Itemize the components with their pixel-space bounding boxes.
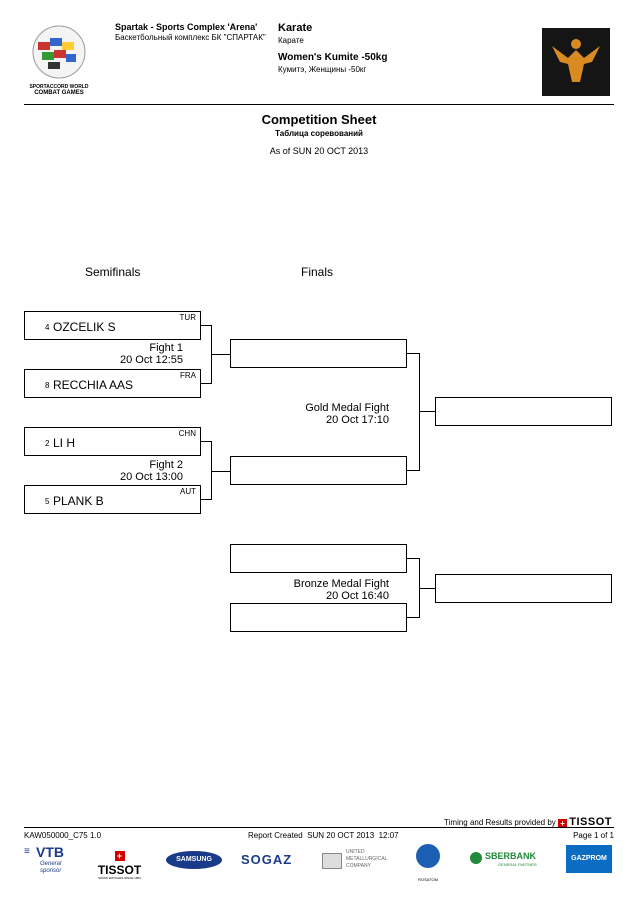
report-created: Report Created SUN 20 OCT 2013 12:07 [248,831,399,840]
sponsor-umc: UNITED METALLURGICAL COMPANY [322,849,394,873]
samsung-logo-text: SAMSUNG [176,856,212,863]
umc-logo-icon [322,853,342,869]
gazprom-logo-text: GAZPROM [571,855,607,862]
competitor-name: LI H [53,436,76,450]
round-label-finals: Finals [301,265,334,279]
competitor-box: 8 RECCHIA AAS FRA [24,369,201,398]
document-code: KAW050000_C75 1.0 [24,831,102,840]
vtb-sub-2: sponsor [40,868,62,874]
rosatom-logo-icon [416,844,440,868]
fight-2-time: 20 Oct 13:00 [120,471,183,483]
bracket-connector [419,588,435,589]
fight-1-time: 20 Oct 12:55 [120,354,183,366]
final-slot-box [230,456,407,485]
bronze-medal-fight-time: 20 Oct 16:40 [326,590,389,602]
timing-credit: Timing and Results provided by + TISSOT [444,816,612,828]
timing-credit-text: Timing and Results provided by [444,818,556,827]
bronze-medal-fight-info: Bronze Medal Fight 20 Oct 16:40 [294,578,389,602]
bracket-connector [419,353,420,471]
sport-name-ru: Карате [278,36,304,45]
sberbank-logo-icon [470,852,482,864]
gold-medal-fight-label: Gold Medal Fight [305,402,389,414]
final-slot-box [230,339,407,368]
bronze-slot-box [230,544,407,573]
competitor-box: 5 PLANK B AUT [24,485,201,514]
bronze-winner-box [435,574,612,603]
bronze-slot-box [230,603,407,632]
header-divider [24,104,614,105]
venue-name: Spartak - Sports Complex 'Arena' [115,22,258,32]
as-of-date: As of SUN 20 OCT 2013 [269,146,369,156]
bracket-connector [211,441,212,500]
bracket-connector [406,353,420,354]
logo-text-line1: SPORTACCORD WORLD [29,84,89,90]
page-subtitle-ru: Таблица соревований [275,129,363,138]
fight-1-label: Fight 1 [149,342,183,354]
tissot-cross-icon: + [114,851,125,861]
sportaccord-logo [24,22,94,96]
bracket-connector [200,499,212,500]
gold-medal-fight-info: Gold Medal Fight 20 Oct 17:10 [305,402,389,426]
page-title: Competition Sheet [261,112,377,127]
fight-1-info: Fight 1 20 Oct 12:55 [120,342,183,366]
sponsor-tissot: + TISSOT SWISS WATCHES SINCE 1853 [92,846,147,880]
tissot-logo-text: TISSOT [97,863,142,877]
competitor-noc: TUR [179,313,196,322]
competitor-name: PLANK B [53,494,104,508]
bracket-connector [200,325,212,326]
bracket-connector [200,441,212,442]
tissot-cross-icon: + [558,819,568,828]
competitor-noc: AUT [180,487,196,496]
bracket-connector [419,411,435,412]
gold-medal-fight-time: 20 Oct 17:10 [326,414,389,426]
sponsor-gazprom: GAZPROM [566,845,612,873]
sberbank-logo-sub: GENERAL PARTNER [498,862,537,867]
competitor-seed: 8 [45,381,50,390]
timing-brand: TISSOT [569,816,612,828]
vtb-logo-icon: ≡ [24,846,30,857]
competitor-noc: FRA [180,371,196,380]
competitor-noc: CHN [178,429,196,438]
sberbank-logo-text: SBERBANK [485,851,537,861]
competitor-seed: 4 [45,323,50,332]
competitor-box: 2 LI H CHN [24,427,201,456]
sponsor-samsung: SAMSUNG [166,851,222,869]
fight-2-info: Fight 2 20 Oct 13:00 [120,459,183,483]
bronze-medal-fight-label: Bronze Medal Fight [293,578,389,590]
karate-pictogram [542,28,610,96]
bracket-connector [406,617,420,618]
sponsor-sogaz: SOGAZ [241,852,293,867]
competitor-name: OZCELIK S [53,320,116,334]
bracket-connector [406,558,420,559]
vtb-logo-text: VTB [36,844,64,860]
sponsor-rosatom: ROSATOM [414,844,442,882]
competitor-box: 4 OZCELIK S TUR [24,311,201,340]
vtb-sub-1: General [40,861,62,867]
round-label-semifinals: Semifinals [85,265,141,279]
rosatom-logo-text: ROSATOM [418,877,438,882]
umc-line-2: METALLURGICAL [346,856,388,862]
venue-name-ru: Баскетбольный комплекс БК "СПАРТАК" [115,33,266,42]
gold-winner-box [435,397,612,426]
bracket-connector [200,383,212,384]
logo-text-line2: COMBAT GAMES [34,90,84,96]
umc-line-1: UNITED [346,849,365,855]
sponsor-vtb: ≡ VTB General sponsor [24,844,72,878]
tissot-logo-sub: SWISS WATCHES SINCE 1853 [98,876,141,880]
competitor-name: RECCHIA AAS [53,378,134,392]
footer-divider [24,827,614,828]
bracket-connector [211,471,230,472]
competitor-seed: 2 [45,439,50,448]
bracket-connector [211,354,230,355]
sport-name: Karate [278,22,313,34]
competitor-seed: 5 [45,497,50,506]
bracket-connector [406,470,420,471]
event-name-ru: Кумитэ, Женщины -50кг [278,65,367,74]
page-number: Page 1 of 1 [573,831,614,840]
umc-line-3: COMPANY [346,863,371,869]
sponsor-sberbank: SBERBANK GENERAL PARTNER [470,850,542,872]
fight-2-label: Fight 2 [149,459,183,471]
event-name: Women's Kumite -50kg [278,52,388,63]
